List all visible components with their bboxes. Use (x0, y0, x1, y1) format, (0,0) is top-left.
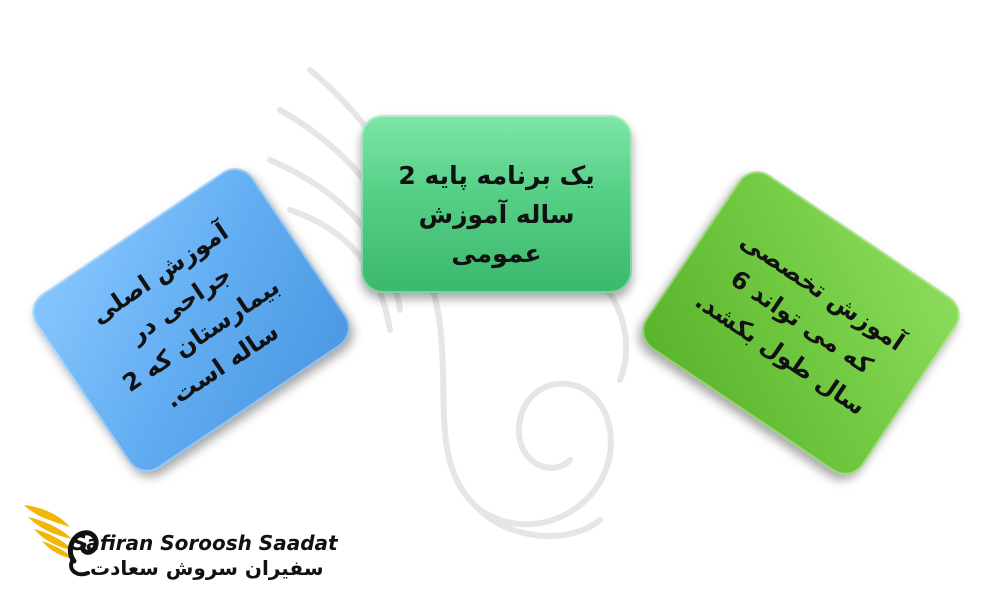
center-box-text: یک برنامه پایه 2 ساله آموزش عمومی (398, 161, 595, 268)
right-box-text: آموزش تخصصی که می تواند 6 سال طول بکشد. (690, 226, 910, 421)
logo-wing-icon (24, 505, 99, 577)
center-box: یک برنامه پایه 2 ساله آموزش عمومی (361, 115, 632, 293)
logo-persian-name: سفیران سروش سعادت (90, 556, 324, 580)
logo-english-name: Safiran Soroosh Saadat (72, 531, 338, 555)
